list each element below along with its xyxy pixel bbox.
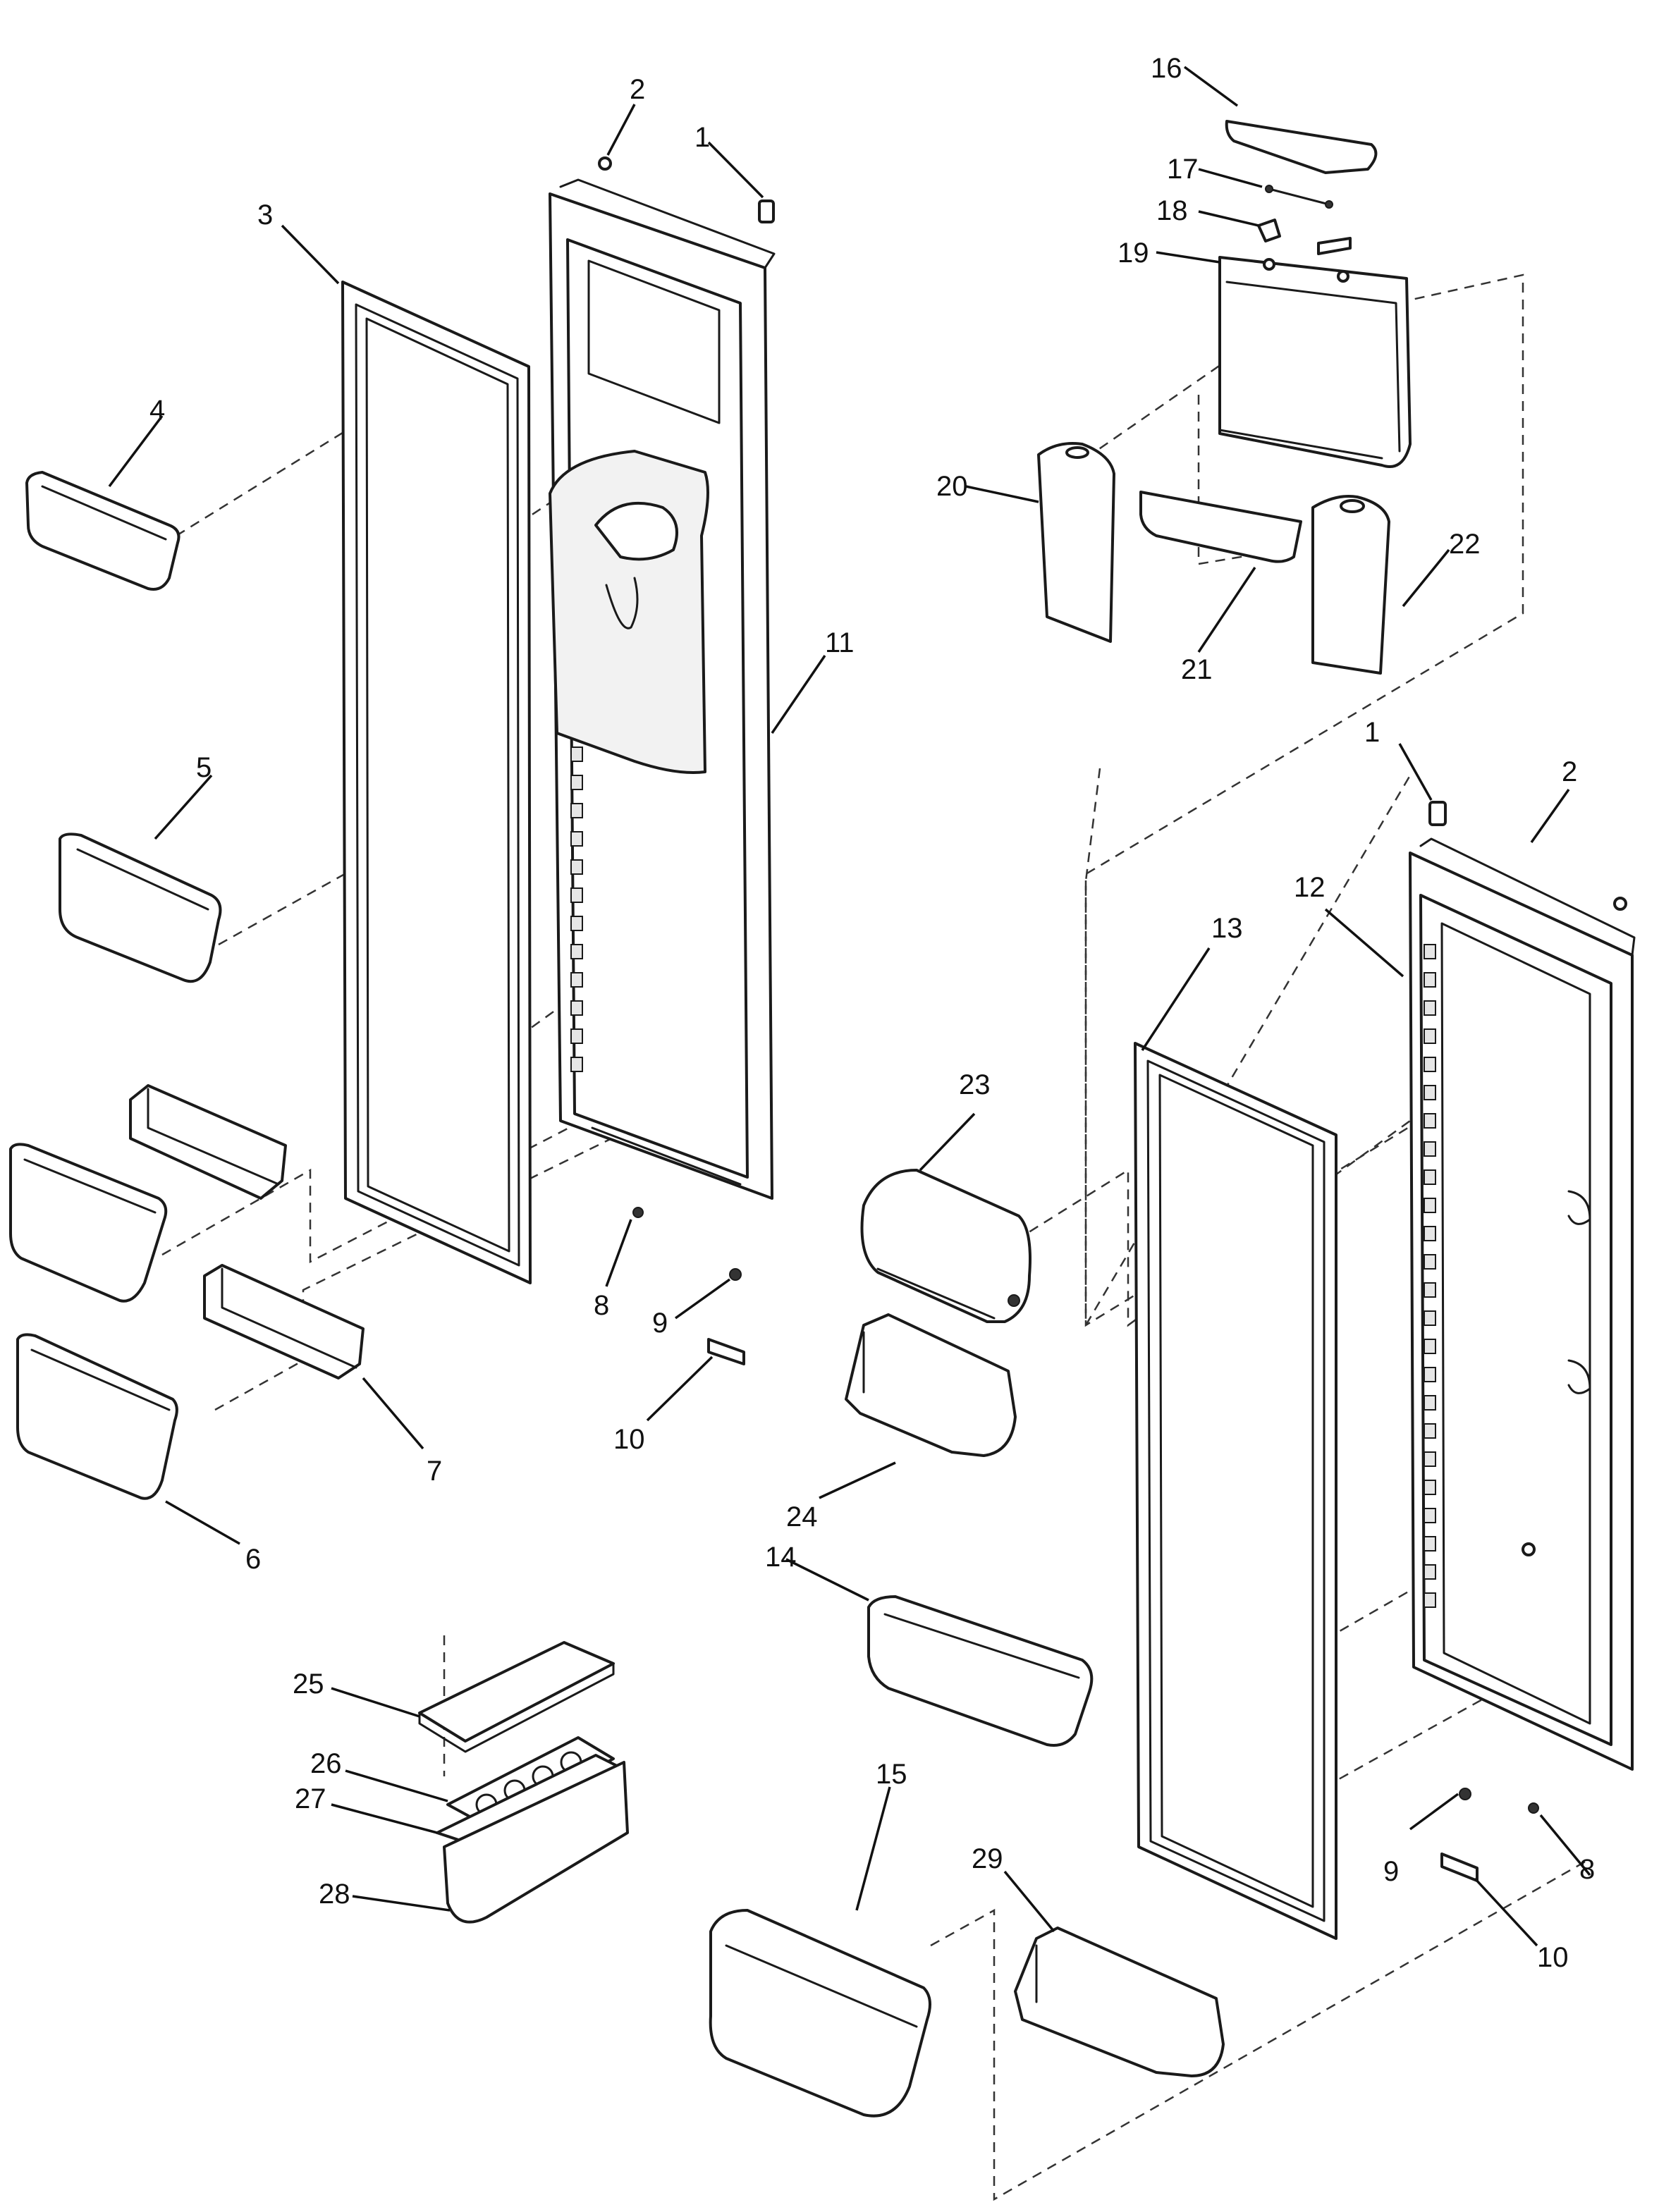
hinge-bushing-right [1428, 801, 1447, 826]
callout-5-bin: 5 [196, 752, 212, 783]
ice-bin-side-left [1037, 442, 1115, 643]
door-gasket-left [341, 281, 532, 1284]
plug-bottom-left [632, 1207, 644, 1218]
door-gasket-right [1134, 1042, 1337, 1940]
screw-top-right-b [1613, 897, 1627, 911]
callout-18-ice-bin-coupler: 18 [1156, 195, 1188, 226]
door-bin-29 [1014, 1927, 1225, 2077]
callout-4-bin: 4 [149, 395, 165, 426]
callout-2-right-top-screw: 2 [1562, 756, 1577, 787]
ice-bin-tray [1139, 491, 1302, 563]
callout-17-ice-bin-rod: 17 [1167, 154, 1199, 185]
door-bin-7-upper [129, 1084, 287, 1200]
door-liner-left-shelf-slots [570, 746, 583, 1072]
door-bin-5 [59, 832, 222, 983]
callout-25-ice-tray-cover: 25 [293, 1669, 324, 1700]
callout-11-left-liner: 11 [825, 627, 855, 658]
callout-1-right-hinge-bushing: 1 [1364, 717, 1380, 748]
callout-3-left-gasket: 3 [257, 199, 273, 231]
callout-9-right-screw: 9 [1383, 1856, 1399, 1887]
callout-27-ice-bucket-liner: 27 [295, 1783, 326, 1814]
hinge-bracket-left [707, 1338, 745, 1365]
callout-21-ice-bin-tray: 21 [1181, 654, 1213, 685]
align-line-door-right [1084, 768, 1412, 1329]
callout-12-right-liner: 12 [1294, 872, 1326, 903]
door-bin-4 [25, 471, 180, 591]
callout-8-right-plug: 8 [1579, 1854, 1595, 1885]
callout-7-bin: 7 [427, 1456, 442, 1487]
door-bin-24 [845, 1313, 1017, 1457]
callout-20-ice-bin-side: 20 [936, 471, 968, 502]
door-liner-left [549, 178, 776, 1200]
door-bin-14 [867, 1595, 1094, 1747]
hinge-bushing-left [758, 199, 775, 223]
screw-bottom-right [1459, 1788, 1471, 1800]
ice-bin-rod [1265, 185, 1333, 209]
screw-top-left [598, 156, 612, 171]
callout-2-left-top-screw: 2 [630, 74, 645, 105]
door-bin-6 [16, 1333, 178, 1500]
callout-numbers: 1 2 3 4 5 6 7 8 9 10 11 12 13 14 15 16 1… [149, 53, 1595, 1973]
leader-lines [108, 66, 1591, 1947]
align-line-bin-6 [161, 1056, 706, 1264]
ice-tray-cover [418, 1641, 615, 1753]
callout-10-right-hinge-bracket: 10 [1537, 1942, 1569, 1973]
hardware-left-door [598, 156, 775, 1365]
ice-bin-coupler [1257, 219, 1352, 255]
door-bin-15 [709, 1909, 931, 2118]
callout-1-left-hinge-bushing: 1 [694, 122, 710, 153]
ice-bin-housing [1218, 256, 1412, 468]
hinge-bracket-right [1440, 1852, 1479, 1882]
callout-23-dairy-compartment: 23 [959, 1069, 991, 1100]
hardware-right-door [1428, 801, 1627, 1882]
callout-22-ice-bin-side: 22 [1449, 529, 1481, 560]
callout-14-bin: 14 [765, 1542, 797, 1573]
screw-top-right-a [1522, 1542, 1536, 1556]
callout-15-bin: 15 [876, 1759, 907, 1790]
callout-24-bin: 24 [786, 1501, 818, 1532]
callout-6-bin: 6 [245, 1544, 261, 1575]
callout-8-left-plug: 8 [594, 1290, 609, 1321]
door-bin-6-upper [9, 1143, 168, 1303]
door-liner-right-shelf-slots [1424, 944, 1436, 1608]
callout-29-bin: 29 [972, 1843, 1003, 1874]
screw-bottom-left [729, 1268, 742, 1281]
door-bin-7 [203, 1264, 365, 1380]
ice-bin-lid [1225, 120, 1378, 174]
align-line-bin-15 [930, 1860, 1587, 2201]
dairy-compartment [860, 1169, 1031, 1323]
callout-28-ice-bucket: 28 [319, 1879, 350, 1910]
callout-16-ice-bin-lid: 16 [1151, 53, 1182, 84]
ice-bucket [443, 1761, 629, 1924]
callout-9-left-screw: 9 [652, 1308, 668, 1339]
ice-bin-side-right [1311, 495, 1390, 675]
plug-bottom-right [1528, 1802, 1539, 1814]
callout-13-right-gasket: 13 [1211, 913, 1243, 944]
callout-26-ice-cube-tray: 26 [310, 1748, 342, 1779]
callout-19-ice-bin-housing: 19 [1118, 238, 1149, 269]
door-liner-right [1409, 837, 1636, 1771]
callout-10-left-hinge-bracket: 10 [613, 1424, 645, 1455]
